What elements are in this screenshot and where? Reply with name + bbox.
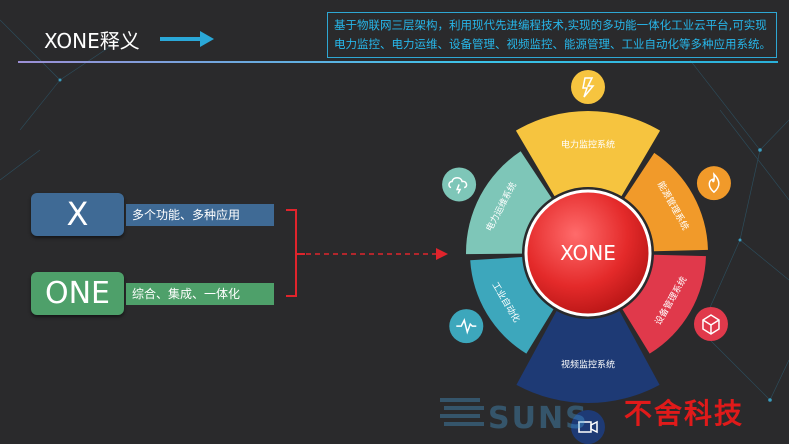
segment-4 xyxy=(470,257,554,354)
header-divider xyxy=(18,61,778,63)
term-one-meaning: 综合、集成、一体化 xyxy=(126,283,274,305)
dashed-arrow-head xyxy=(436,248,448,260)
cube-icon-badge xyxy=(693,307,728,341)
segment-2 xyxy=(622,254,706,354)
lightning-icon xyxy=(582,77,595,98)
segment-label-0: 电力监控系统 xyxy=(561,139,615,151)
center-circle xyxy=(524,189,652,317)
segment-label-3: 视频监控系统 xyxy=(561,359,615,371)
flame-icon-badge xyxy=(696,166,731,201)
brand-logo: SUNS xyxy=(440,398,589,436)
brand-name: 不舍科技 xyxy=(624,397,745,430)
description-box: 基于物联网三层架构，利用现代先进编程技术,实现的多功能一体化工业云平台,可实现 … xyxy=(327,12,777,58)
pulse-icon xyxy=(456,317,477,335)
segment-icon-group xyxy=(442,70,731,444)
lightning-icon-badge xyxy=(571,70,605,104)
right-arrow-icon xyxy=(160,31,214,47)
center-label: XONE xyxy=(560,241,616,265)
segment-group xyxy=(466,111,708,403)
flame-icon xyxy=(708,172,720,194)
term-x-box: X xyxy=(31,193,124,236)
segment-0 xyxy=(515,111,661,197)
segment-3 xyxy=(516,311,660,403)
segment-5 xyxy=(466,151,552,255)
segment-1 xyxy=(624,152,708,252)
description-line-1: 基于物联网三层架构，利用现代先进编程技术,实现的多功能一体化工业云平台,可实现 xyxy=(334,18,767,32)
term-one-box: ONE xyxy=(31,272,124,315)
cube-icon xyxy=(702,314,720,335)
description-line-2: 电力监控、电力运维、设备管理、视频监控、能源管理、工业自动化等多种应用系统。 xyxy=(334,37,771,51)
cloud-lightning-icon xyxy=(448,176,468,194)
page-title: XONE释义 xyxy=(44,29,140,53)
svg-text:SUNS: SUNS xyxy=(488,401,589,436)
video-camera-icon-badge xyxy=(571,410,605,444)
video-camera-icon xyxy=(578,420,598,434)
bracket xyxy=(286,209,305,297)
term-x-meaning: 多个功能、多种应用 xyxy=(126,204,274,226)
